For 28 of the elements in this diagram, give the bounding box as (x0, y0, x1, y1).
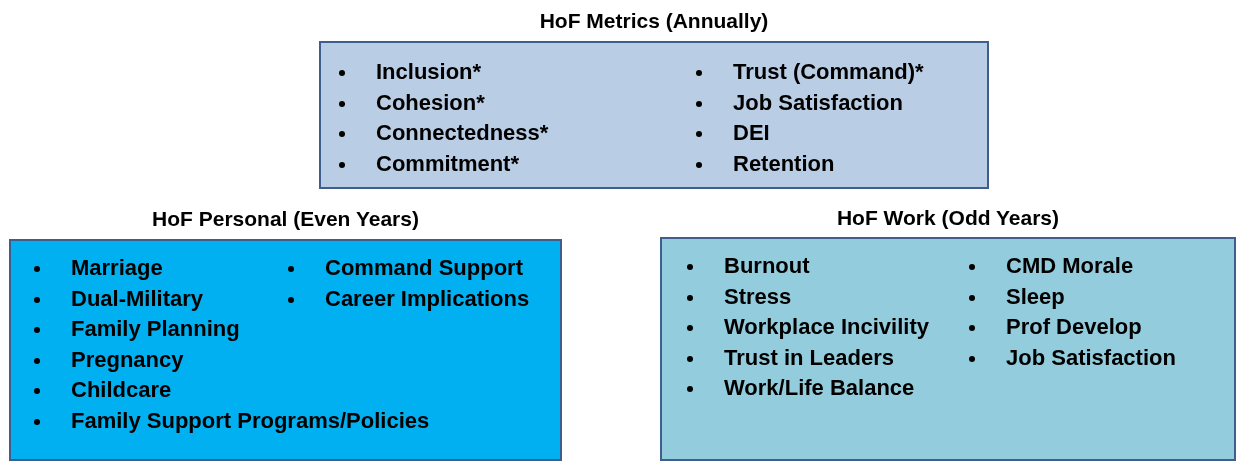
list-item: Stress (724, 282, 792, 311)
list-item: Retention (733, 149, 835, 178)
list-item: Pregnancy (71, 345, 184, 374)
list-item: Commitment* (376, 149, 519, 178)
list-item: Sleep (1006, 282, 1065, 311)
list-item: Job Satisfaction (733, 88, 903, 117)
list-item: Command Support (325, 254, 523, 282)
list-item: Career Implications (325, 284, 530, 313)
list-item: CMD Morale (1006, 252, 1134, 280)
list-item: Cohesion* (376, 88, 485, 117)
list-item: DEI (733, 119, 770, 148)
list-item: Connectedness* (376, 119, 549, 148)
list-item: Family Support Programs/Policies (71, 406, 430, 435)
list-item: Work/Life Balance (724, 374, 915, 403)
list-item: Workplace Incivility (724, 313, 929, 342)
panel-heading: HoF Work (Odd Years) (836, 205, 1060, 231)
list-item: Dual-Military (71, 284, 204, 313)
list-item: Trust in Leaders (724, 343, 894, 372)
list-item: Inclusion* (376, 58, 482, 86)
panel-heading: HoF Personal (Even Years) (152, 206, 419, 232)
list-item: Marriage (71, 254, 163, 282)
panel-heading: HoF Metrics (Annually) (539, 8, 769, 34)
list-item: Trust (Command)* (733, 58, 924, 86)
list-item: Burnout (724, 252, 810, 280)
list-item: Job Satisfaction (1006, 343, 1176, 372)
list-item: Family Planning (71, 315, 240, 344)
list-item: Childcare (71, 376, 172, 405)
list-item: Prof Develop (1006, 313, 1142, 342)
